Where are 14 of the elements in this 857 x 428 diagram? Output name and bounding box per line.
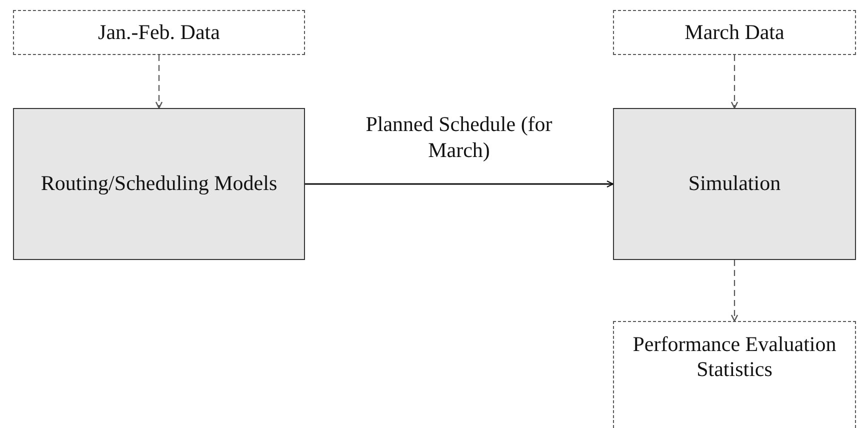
output-box: [613, 321, 856, 428]
dashed-arrow: [730, 55, 738, 109]
data-box: [13, 10, 305, 55]
node-label: Performance Evaluation Statistics: [632, 332, 838, 382]
node-label: Routing/Scheduling Models: [40, 171, 278, 197]
data-box: [613, 10, 856, 55]
dashed-arrow: [155, 55, 163, 109]
process-box: [13, 108, 305, 260]
node-label: March Data: [684, 20, 784, 46]
node-label: Simulation: [688, 171, 781, 197]
arrow: [305, 180, 614, 188]
dashed-arrow: [730, 260, 738, 322]
node-label: Jan.-Feb. Data: [98, 20, 220, 46]
process-box: [613, 108, 856, 260]
